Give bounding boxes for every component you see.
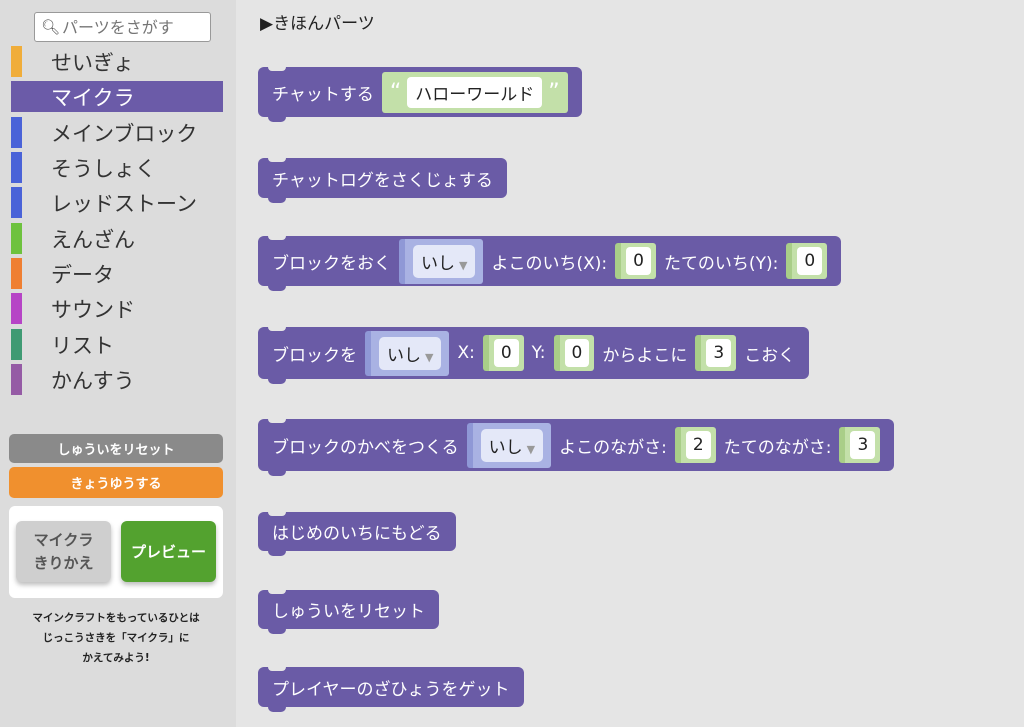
number-input[interactable]: 3 [695,335,737,371]
search-icon: 🔍︎ [41,18,61,36]
block-label: プレイヤーのざひょうをゲット [272,679,510,700]
number-input[interactable]: 0 [553,335,595,371]
category-redstone[interactable]: レッドストーン [11,187,223,218]
number-value[interactable]: 3 [850,431,876,459]
block-label: こおく [744,345,796,366]
number-value[interactable]: 3 [706,339,732,367]
number-input[interactable]: 0 [482,335,524,371]
search-input[interactable] [62,17,203,37]
block-clear-chat[interactable]: チャットログをさくじょする [258,158,507,203]
category-main-block[interactable]: メインブロック [11,117,223,148]
string-value[interactable]: ハローワールド [407,76,543,108]
block-reset-surroundings[interactable]: しゅういをリセット [258,590,439,634]
string-input[interactable]: “ハローワールド” [381,71,568,113]
category-label: レッドストーン [51,191,197,216]
category-operators[interactable]: えんざん [11,223,223,254]
block-type-dropdown[interactable]: いし ▼ [365,330,450,376]
preview-button[interactable]: プレビュー [121,521,216,582]
category-sidebar: 🔍︎ せいぎょ マイクラ メインブロック そうしょく レッドストーン えんざん … [0,0,236,727]
switch-label-2: きりかえ [33,553,94,572]
block-label: ブロックを [272,345,357,366]
block-label: たてのながさ: [723,437,832,458]
section-heading[interactable]: ▶きほんパーツ [260,14,375,34]
category-label: マイクラ [51,85,135,110]
number-value[interactable]: 0 [493,339,519,367]
category-label: データ [51,262,114,287]
number-input[interactable]: 0 [786,243,828,279]
hint-line: かえてみよう! [82,652,150,664]
number-input[interactable]: 0 [615,243,656,279]
category-functions[interactable]: かんすう [11,364,223,395]
block-workspace: ▶きほんパーツ チャットする “ハローワールド” チャットログをさくじょする ブ… [236,0,1024,727]
block-label: Y: [531,343,546,363]
number-value[interactable]: 0 [626,247,651,275]
category-decoration[interactable]: そうしょく [11,152,223,183]
category-minecraft[interactable]: マイクラ [11,81,223,112]
category-label: かんすう [51,368,135,393]
number-input[interactable]: 2 [674,427,716,463]
block-place-block[interactable]: ブロックをおく いし ▼ よこのいち(X): 0 たてのいち(Y): 0 [258,236,842,291]
chevron-down-icon: ▼ [425,350,434,364]
search-box[interactable]: 🔍︎ [34,12,211,42]
block-label: からよこに [602,345,688,366]
reset-surroundings-button[interactable]: しゅういをリセット [9,434,223,463]
block-return-start[interactable]: はじめのいちにもどる [258,512,456,556]
chevron-down-icon: ▼ [526,442,536,456]
share-button[interactable]: きょうゆうする [9,467,223,498]
number-value[interactable]: 0 [564,339,590,367]
category-control[interactable]: せいぎょ [11,46,223,77]
block-chat[interactable]: チャットする “ハローワールド” [258,67,582,122]
category-label: リスト [51,333,114,358]
number-value[interactable]: 0 [797,247,823,275]
switch-minecraft-button[interactable]: マイクラきりかえ [16,521,111,582]
block-label: ブロックのかべをつくる [272,437,459,458]
dropdown-value: いし [421,253,455,274]
category-sound[interactable]: サウンド [11,293,223,324]
category-label: えんざん [51,227,135,252]
block-label: ブロックをおく [272,253,391,274]
category-swatch-search [11,11,22,42]
block-label: しゅういをリセット [272,602,425,622]
category-data[interactable]: データ [11,258,223,289]
hint-line: マインクラフトをもっているひとは [32,612,200,624]
number-input[interactable]: 3 [839,427,881,463]
hint-note: マインクラフトをもっているひとは じっこうさきを「マイクラ」に かえてみよう! [9,608,223,668]
dropdown-value: いし [387,345,421,366]
hint-line: じっこうさきを「マイクラ」に [42,632,190,644]
block-type-dropdown[interactable]: いし▼ [466,422,552,468]
block-label: たてのいち(Y): [663,253,779,274]
category-label: サウンド [51,297,135,322]
category-label: そうしょく [51,156,156,181]
block-label: よこのながさ: [559,437,667,458]
dropdown-value: いし [488,437,523,458]
number-value[interactable]: 2 [685,431,711,459]
block-label: X: [457,343,475,363]
category-label: メインブロック [51,121,198,146]
target-panel: マイクラきりかえ プレビュー [9,506,223,598]
block-get-player-position[interactable]: プレイヤーのざひょうをゲット [258,667,524,712]
category-label: せいぎょ [51,50,134,75]
block-place-row[interactable]: ブロックを いし ▼ X: 0 Y: 0 からよこに 3 こおく [258,327,810,384]
chevron-down-icon: ▼ [459,258,468,272]
block-label: よこのいち(X): [491,253,608,274]
block-label: チャットログをさくじょする [272,170,493,191]
block-label: チャットする [272,84,374,105]
block-build-wall[interactable]: ブロックのかべをつくる いし▼ よこのながさ: 2 たてのながさ: 3 [258,419,895,476]
category-list[interactable]: リスト [11,329,223,360]
switch-label-1: マイクラ [33,530,94,549]
block-label: はじめのいちにもどる [272,524,442,544]
block-type-dropdown[interactable]: いし ▼ [399,238,484,284]
